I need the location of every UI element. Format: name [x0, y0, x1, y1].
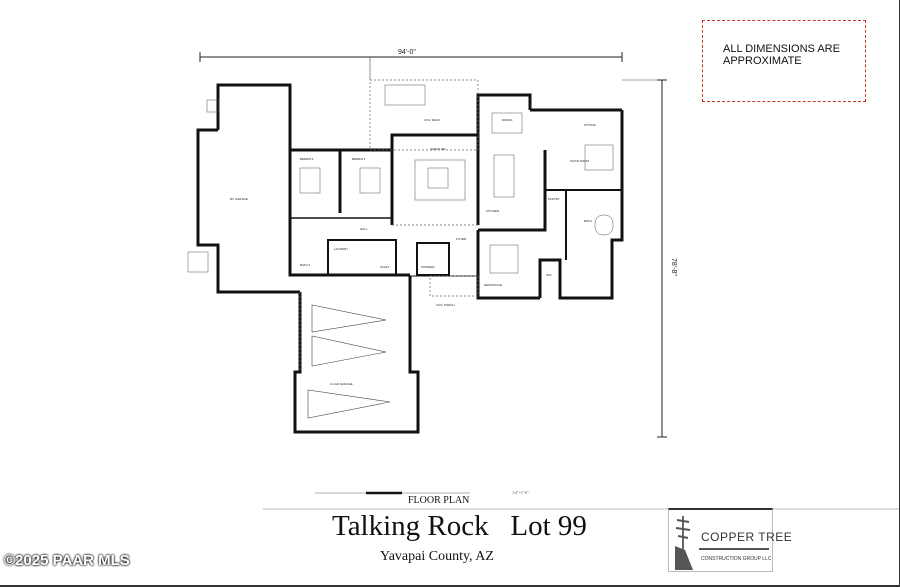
room-label: KITCHEN: [486, 209, 499, 213]
room-label: FOYER: [456, 237, 467, 241]
garage-doors: [307, 304, 391, 419]
dimensions-note: ALL DIMENSIONS ARE APPROXIMATE: [702, 20, 866, 102]
walls: [196, 83, 624, 434]
room-label: HALL: [360, 227, 368, 231]
room-label: BEDRM 2: [300, 157, 314, 161]
depth-dimension-label: 78'-8": [670, 258, 677, 276]
watermark: ©2025 PAAR MLS: [4, 552, 130, 569]
width-dimension: [199, 52, 623, 80]
room-label: WIC: [546, 273, 553, 277]
room-label: COV. DECK: [424, 118, 440, 122]
logo-rule: [699, 548, 769, 550]
room-label: LAUNDRY: [334, 247, 348, 251]
room-label: GREAT RM: [430, 147, 446, 151]
furniture: [187, 84, 614, 274]
plan-label: FLOOR PLAN: [408, 495, 470, 506]
room-label: RV GARAGE: [230, 197, 248, 201]
note-line: APPROXIMATE: [723, 55, 802, 67]
room-label: COV. PORCH: [436, 303, 455, 307]
room-label: PANTRY: [548, 197, 560, 201]
room-label: DINING: [502, 118, 513, 122]
room-label: BATH 2: [300, 263, 311, 267]
room-label: VALET: [380, 265, 389, 269]
room-label: POWDER: [421, 265, 435, 269]
room-label: SITTING: [584, 123, 596, 127]
logo-name: COPPER TREE: [701, 530, 793, 544]
width-dimension-label: 94'-0": [398, 49, 416, 56]
room-label: BEDRM 3: [352, 157, 366, 161]
room-label: SUITE ROOM: [570, 159, 590, 163]
room-label: DEN/OFFICE: [484, 283, 502, 287]
project-location: Yavapai County, AZ: [380, 549, 494, 564]
tree-icon: [675, 516, 693, 570]
depth-dimension: [622, 79, 667, 438]
project-title: Talking Rock Lot 99: [332, 510, 587, 542]
copper-tree-logo: COPPER TREE CONSTRUCTION GROUP LLC: [668, 508, 792, 572]
room-labels: COV. DECK DINING SITTING SUITE ROOM GREA…: [230, 118, 596, 386]
room-label: 3-CAR GARAGE: [330, 382, 353, 386]
note-line: ALL DIMENSIONS ARE: [723, 43, 840, 55]
scale-label: 1/4"=1'-0": [512, 490, 529, 495]
room-label: BATH: [584, 219, 592, 223]
frame-border: [0, 585, 900, 587]
logo-subtitle: CONSTRUCTION GROUP LLC: [701, 556, 772, 562]
covered-deck: [299, 79, 479, 372]
